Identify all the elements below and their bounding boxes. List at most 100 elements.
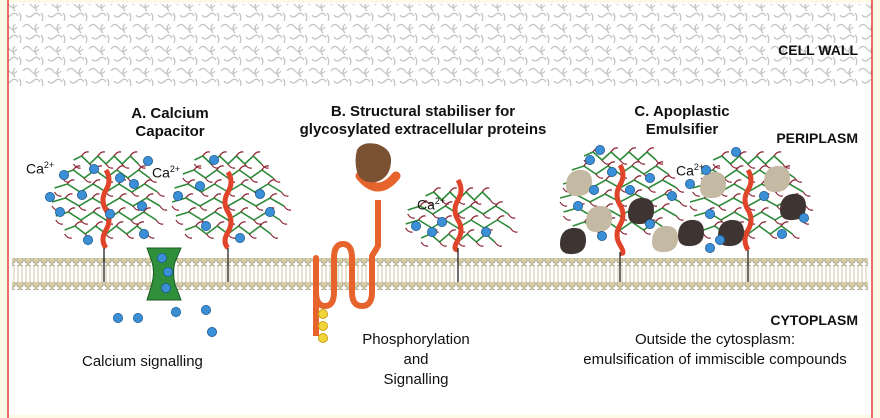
glycan-branch <box>267 179 276 185</box>
agp-backbone <box>742 168 754 252</box>
glycan-branch <box>92 207 101 213</box>
glycan-branch <box>775 191 783 197</box>
glycan-branch <box>91 193 100 199</box>
glycan-branch <box>83 177 92 183</box>
glycan-branch <box>138 165 146 171</box>
glycan-branch <box>159 205 168 211</box>
calcium-ion <box>701 164 712 175</box>
calcium-ion <box>410 220 421 231</box>
glycan-branch <box>250 177 258 183</box>
glycan-branch <box>283 205 292 211</box>
glycan-branch <box>74 221 83 227</box>
calcium-ion <box>128 178 139 189</box>
glycan-branch <box>78 205 87 211</box>
glycan-branch <box>634 189 643 195</box>
glycan-branch <box>280 191 289 197</box>
glycan-branch <box>129 151 138 157</box>
glycan-branch <box>253 219 262 225</box>
glycan-branch <box>248 233 257 239</box>
glycan-branch <box>188 207 197 213</box>
panel-b-title-line2: glycosylated extracellular proteins <box>299 121 547 138</box>
panel-b-title-line1: B. Structural stabiliser for <box>330 103 516 120</box>
calcium-ion <box>206 326 217 337</box>
glycan-branch <box>675 215 684 221</box>
glycan-branch <box>780 221 789 227</box>
glycan-branch <box>470 215 479 221</box>
glycan-branch <box>95 221 103 227</box>
glycan-branch <box>732 193 741 199</box>
glycan-branch <box>279 219 288 225</box>
glycan-branch <box>805 205 814 211</box>
glycan-branch <box>759 165 767 171</box>
calcium-label: Ca2+ <box>152 164 181 181</box>
glycan-branch <box>92 179 101 185</box>
glycan-branch <box>712 165 721 171</box>
glycan-branch <box>692 191 700 197</box>
compound-droplet <box>780 193 806 221</box>
glycan-branch <box>619 229 628 235</box>
glycan-branch <box>562 215 571 221</box>
glycan-branch <box>662 175 670 181</box>
glycan-branch <box>473 199 482 205</box>
glycan-branch <box>115 221 124 227</box>
calcium-ion <box>436 216 447 227</box>
calcium-ion <box>573 200 584 211</box>
calcium-ion <box>667 190 678 201</box>
receptor-protein <box>313 200 381 336</box>
calcium-ion <box>77 189 88 200</box>
glycan-branch <box>405 227 413 233</box>
panel-c-caption-line2: emulsification of immiscible compounds <box>583 351 847 368</box>
glycan-branch <box>269 193 278 199</box>
calcium-ion <box>105 208 116 219</box>
glycan-branch <box>137 163 146 169</box>
panel-c-title: C. Apoplastic Emulsifier <box>612 103 752 139</box>
calcium-ion <box>200 304 211 315</box>
calcium-label: Ca2+ <box>26 160 55 177</box>
calcium-ion <box>113 312 124 323</box>
glycan-branch <box>199 205 208 211</box>
panel-b-caption: Phosphorylation and Signalling <box>346 330 486 390</box>
glycan-branch <box>214 207 223 213</box>
cell-wall-label: CELL WALL <box>778 42 858 58</box>
glycan-branch <box>689 205 698 211</box>
glycan-branch <box>482 213 491 219</box>
compound-droplet <box>560 227 586 255</box>
cell-wall-region <box>8 4 872 86</box>
glycan-branch <box>782 163 790 169</box>
calcium-ion <box>160 282 171 293</box>
phosphate-group <box>318 321 328 331</box>
glycan-branch <box>758 221 767 227</box>
glycan-branch <box>559 201 568 207</box>
periplasm-label: PERIPLASM <box>776 130 858 146</box>
glycan-branch <box>255 205 264 211</box>
glycan-branch <box>655 161 664 167</box>
calcium-ion <box>625 184 636 195</box>
glycan-branch <box>643 229 651 235</box>
panel-b-caption-line1: Phosphorylation <box>362 331 470 348</box>
glycan-branch <box>259 221 268 227</box>
glycan-branch <box>136 221 145 227</box>
glycan-branch <box>441 199 449 205</box>
glycan-branch <box>664 189 673 195</box>
glycan-branch <box>449 187 458 193</box>
calcium-ion <box>132 312 143 323</box>
glycan-branch <box>213 193 222 199</box>
glycan-branch <box>187 179 196 185</box>
glycan-branch <box>610 147 619 153</box>
glycan-branch <box>774 219 783 225</box>
glycan-branch <box>733 207 742 213</box>
calcium-ions <box>45 144 810 337</box>
glycan-branch <box>67 207 76 213</box>
glycoprotein <box>355 143 392 183</box>
calcium-ion <box>83 234 94 245</box>
glycan-branch <box>219 151 227 157</box>
glycan-branch <box>241 193 250 199</box>
glycan-branch <box>475 241 484 247</box>
glycan-branch <box>240 207 249 213</box>
calcium-ion <box>595 144 606 155</box>
calcium-ion <box>170 306 181 317</box>
compound-droplet <box>566 169 592 197</box>
glycan-branch <box>73 163 81 169</box>
agp-backbone <box>100 168 112 250</box>
